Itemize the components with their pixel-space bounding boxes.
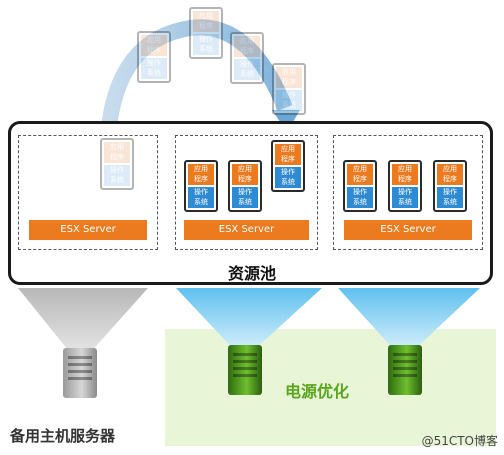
blue-beam-2	[338, 288, 480, 352]
os-label: 操作 系统	[437, 187, 463, 208]
vm-instance: 应用 程序 操作 系统	[228, 160, 262, 212]
ghost-vm: 应用 程序 操作 系统	[189, 7, 223, 59]
esx-server-label: ESX Server	[184, 220, 309, 240]
ghost-vm: 应用 程序 操作 系统	[137, 31, 171, 83]
os-label: 操作 系统	[232, 187, 258, 208]
server-icon	[388, 345, 422, 395]
vm-instance: 应用 程序 操作 系统	[343, 160, 377, 212]
blue-beam-1	[176, 288, 322, 352]
os-label: 操作 系统	[234, 59, 260, 80]
gray-beam	[18, 288, 148, 355]
esx-server-label: ESX Server	[29, 220, 147, 240]
vm-instance: 应用 程序 操作 系统	[433, 160, 467, 212]
ghost-vm: 应用 程序 操作 系统	[230, 32, 264, 84]
os-label: 操作 系统	[276, 90, 302, 111]
watermark: @51CTO博客	[421, 434, 498, 448]
os-label: 操作 系统	[347, 187, 373, 208]
vm-instance: 应用 程序 操作 系统	[184, 160, 218, 212]
app-label: 应用 程序	[275, 144, 301, 165]
vm-instance-migrated: 应用 程序 操作 系统	[271, 140, 305, 192]
migration-arc	[100, 19, 293, 139]
resource-pool-label: 资源池	[227, 264, 276, 283]
esx-server-label: ESX Server	[344, 220, 472, 240]
power-optimization-zone	[165, 329, 496, 446]
os-label: 操作 系统	[193, 34, 219, 55]
app-label: 应用 程序	[392, 164, 418, 185]
app-label: 应用 程序	[347, 164, 373, 185]
app-label: 应用 程序	[437, 164, 463, 185]
vm-instance: 应用 程序 操作 系统	[388, 160, 422, 212]
server-icon	[228, 345, 262, 395]
app-label: 应用 程序	[234, 36, 260, 57]
app-label: 应用 程序	[141, 35, 167, 56]
app-label: 应用 程序	[188, 164, 214, 185]
backup-server-icon	[63, 348, 97, 398]
os-label: 操作 系统	[188, 187, 214, 208]
esx-server-box: ESX Server	[18, 135, 158, 250]
app-label: 应用 程序	[193, 11, 219, 32]
ghost-vm: 应用 程序 操作 系统	[100, 138, 134, 190]
os-label: 操作 系统	[392, 187, 418, 208]
app-label: 应用 程序	[232, 164, 258, 185]
os-label: 操作 系统	[141, 58, 167, 79]
backup-host-label: 备用主机服务器	[10, 427, 116, 445]
os-label: 操作 系统	[275, 167, 301, 188]
os-label: 操作 系统	[104, 165, 130, 186]
app-label: 应用 程序	[276, 67, 302, 88]
power-optimization-label: 电源优化	[285, 382, 350, 401]
app-label: 应用 程序	[104, 142, 130, 163]
ghost-vm: 应用 程序 操作 系统	[272, 63, 306, 115]
